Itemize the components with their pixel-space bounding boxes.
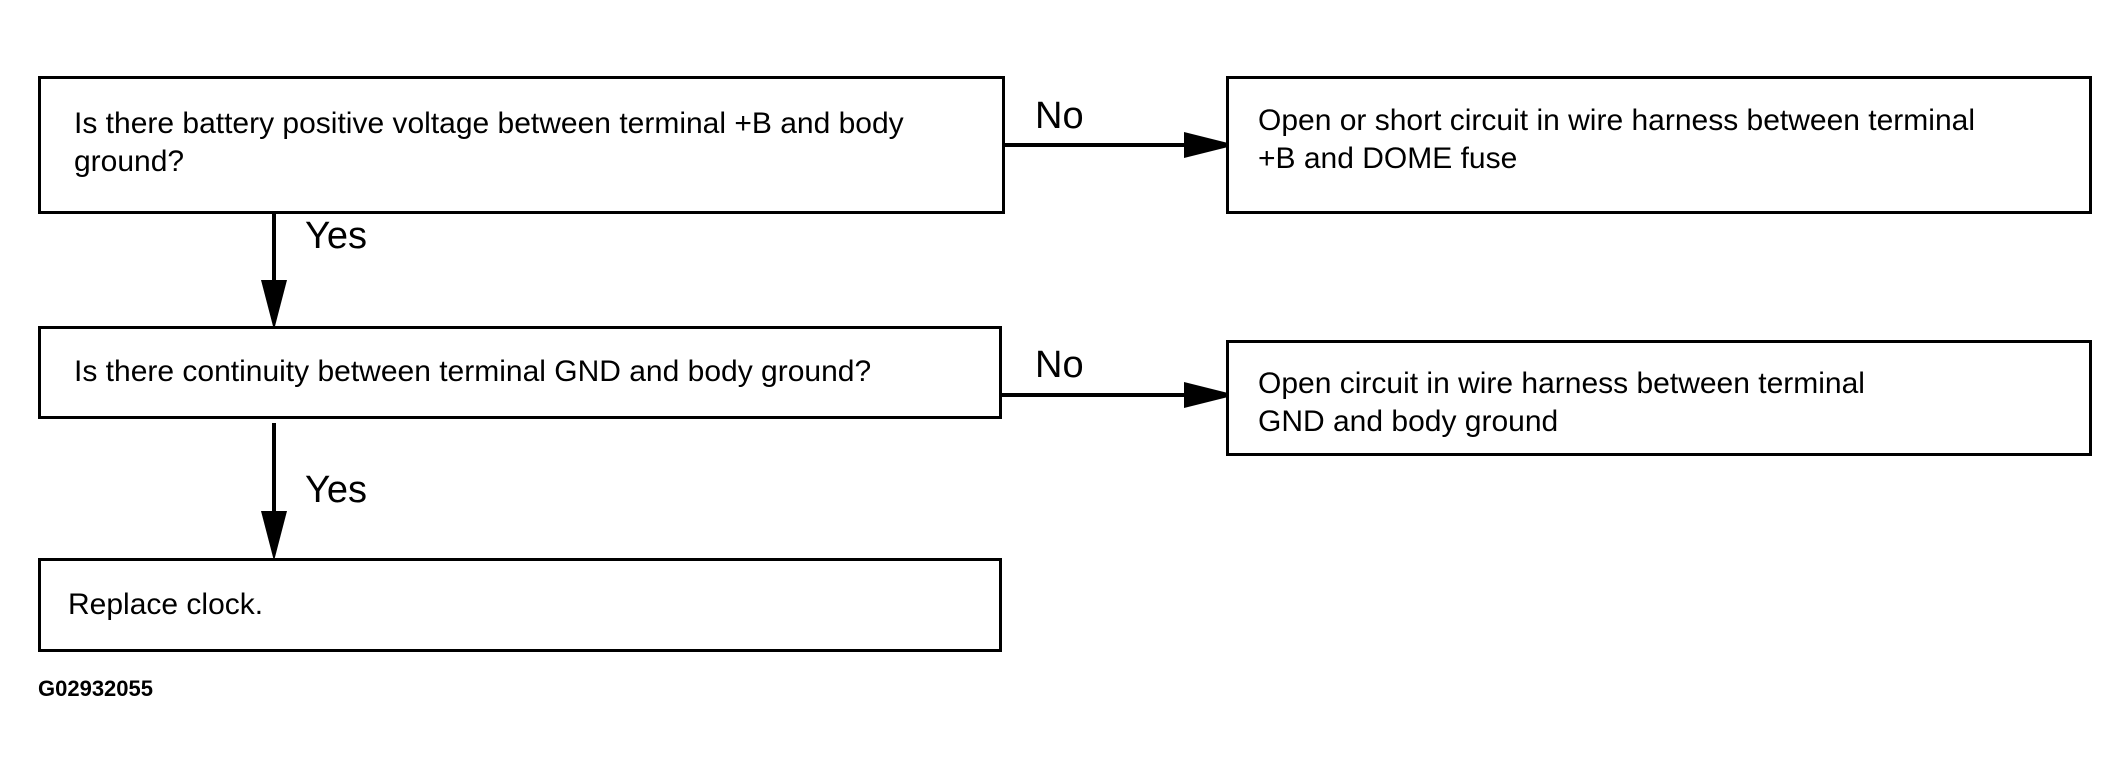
figure-code: G02932055 — [38, 676, 153, 701]
arrowhead-down-icon — [261, 511, 287, 561]
question-1-text: Is there battery positive voltage betwee… — [74, 107, 904, 178]
question-2-text: Is there continuity between terminal GND… — [74, 355, 872, 388]
result-1-text: Open or short circuit in wire harness be… — [1258, 104, 1975, 175]
yes-label-1: Yes — [305, 215, 367, 257]
no-label-2: No — [1035, 344, 1084, 386]
result-box-1 — [1226, 76, 2092, 214]
yes-label-2: Yes — [305, 469, 367, 511]
final-box — [38, 558, 1002, 652]
question-box-2 — [38, 326, 1002, 419]
arrowhead-right-icon — [1184, 382, 1236, 408]
arrowhead-right-icon — [1184, 132, 1236, 158]
final-text: Replace clock. — [68, 588, 264, 621]
no-label-1: No — [1035, 95, 1084, 137]
result-2-text: Open circuit in wire harness between ter… — [1258, 367, 1865, 438]
arrowhead-down-icon — [261, 280, 287, 330]
question-box-1 — [38, 76, 1005, 214]
result-box-2 — [1226, 340, 2092, 456]
